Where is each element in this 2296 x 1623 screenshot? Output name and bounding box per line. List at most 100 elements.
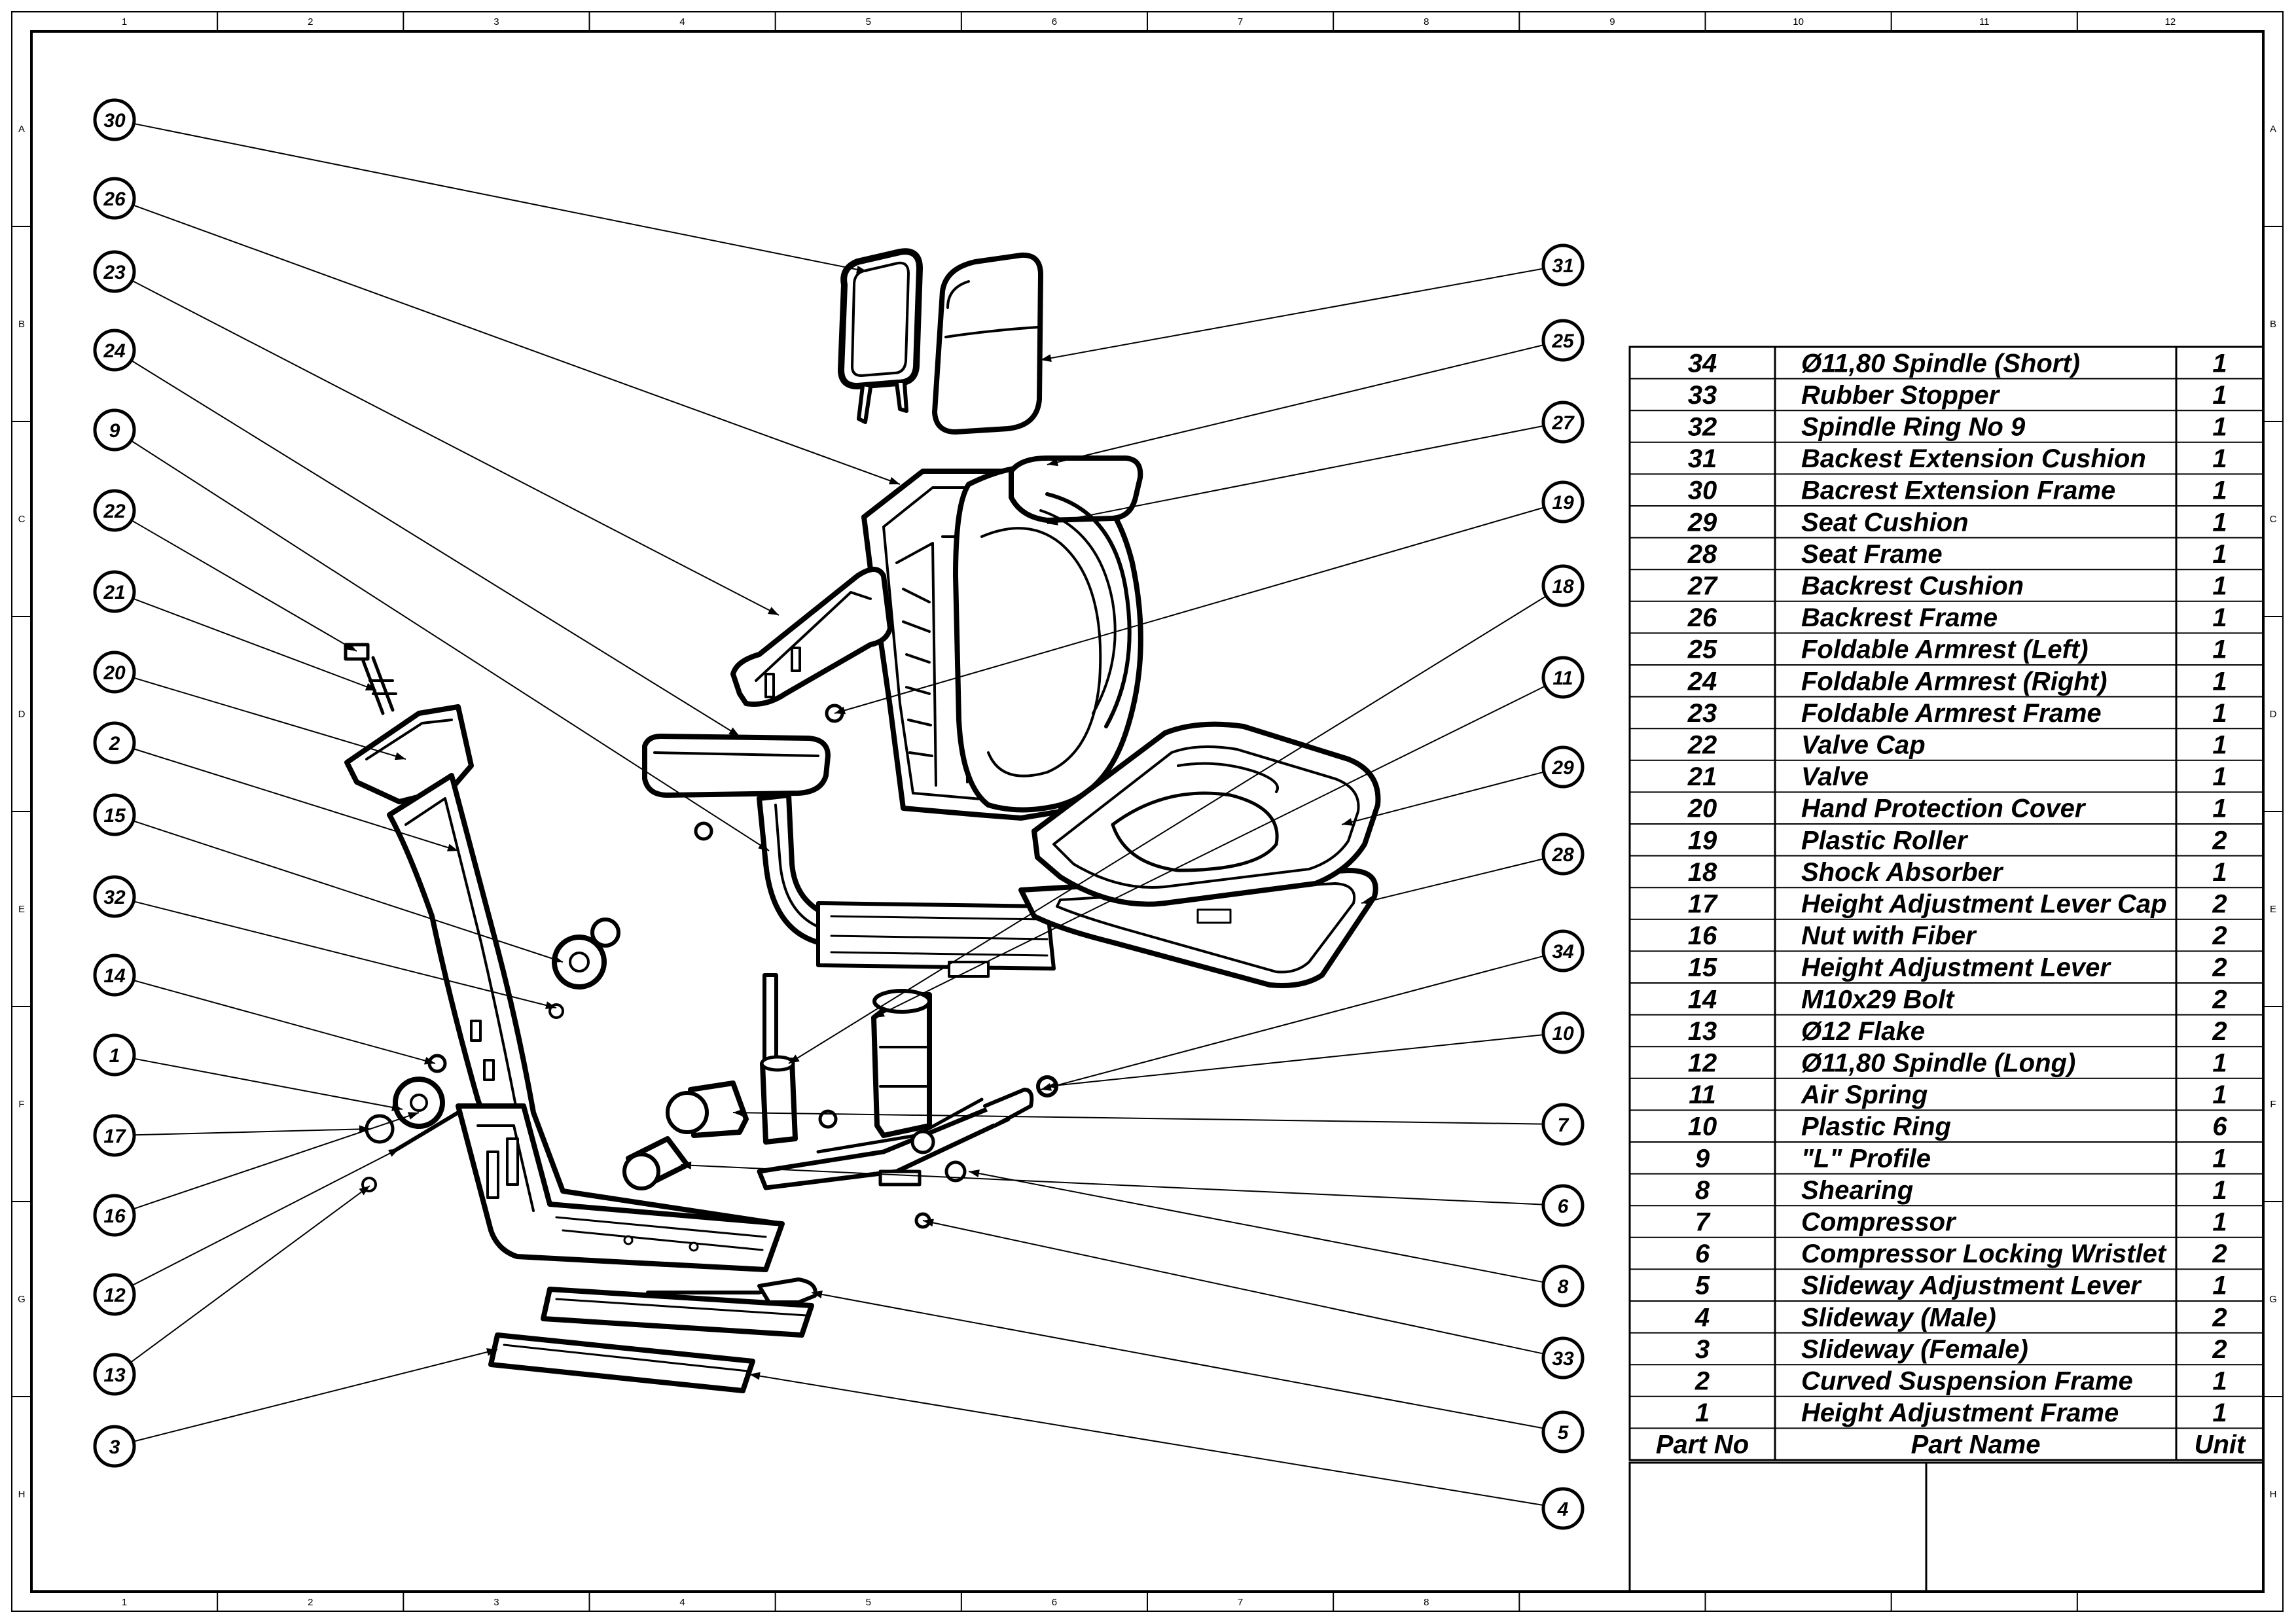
compressor-part [622,1080,749,1190]
callout-balloon-28: 28 [1541,832,1585,876]
curved-suspension-frame-part [387,773,781,1259]
callout-balloon-3: 3 [93,1425,136,1468]
leader-arrowhead [749,1372,761,1380]
zone-column-label: 3 [493,16,499,27]
bom-row: 22 Valve Cap 1 [1687,731,2227,760]
bom-part-name: Ø12 Flake [1801,1017,1925,1046]
zone-column-label-bottom: 1 [122,1597,127,1608]
leader-arrowhead [486,1348,497,1356]
zone-column-label: 8 [1424,16,1429,27]
leader-line-17 [134,1128,370,1136]
leader-line-8 [968,1171,1544,1283]
slideway-female-part [488,1332,755,1393]
leader-arrowhead [874,1009,886,1018]
bom-part-no: 4 [1695,1303,1710,1332]
hand-protection-cover-part [344,704,474,804]
leader-arrowhead [545,1001,556,1009]
height-adjustment-lever-part [552,918,620,990]
bom-part-no: 22 [1687,731,1717,760]
leader-line-25 [1047,344,1545,465]
leader-line-16 [133,1112,420,1210]
leader-line-5 [811,1292,1544,1429]
bom-part-name: Valve Cap [1801,731,1926,760]
callout-leaders [130,122,1547,1507]
callout-number: 23 [103,262,126,283]
bom-part-no: 28 [1687,540,1717,569]
bom-part-no: 3 [1695,1335,1710,1364]
leader-line-28 [1361,858,1545,904]
callout-number: 9 [109,420,120,442]
bom-part-name: Ø11,80 Spindle (Long) [1801,1049,2075,1078]
bom-unit: 1 [2212,731,2227,760]
bom-part-no: 9 [1695,1144,1710,1173]
callout-number: 18 [1552,576,1574,597]
callout-number: 33 [1552,1348,1574,1370]
bom-part-no: 19 [1688,826,1717,855]
bom-part-name: Spindle Ring No 9 [1801,413,2026,442]
bom-unit: 2 [2212,985,2227,1014]
bom-part-no: 33 [1688,381,1717,410]
callout-balloon-9: 9 [93,408,136,452]
callout-balloon-15: 15 [93,793,136,836]
leader-arrowhead [551,955,563,963]
callout-number: 21 [103,582,125,603]
zone-row-label-right: B [2270,319,2276,330]
bom-unit: 1 [2212,794,2227,823]
bom-row: 3 Slideway (Female) 2 [1695,1335,2227,1364]
callout-balloon-19: 19 [1541,480,1585,524]
leader-line-13 [130,1185,370,1363]
leader-arrowhead [681,1161,692,1169]
leader-line-19 [834,507,1545,714]
zone-row-label-right: G [2269,1294,2277,1305]
leader-line-34 [1040,955,1545,1090]
leader-line-1 [134,1058,403,1110]
bom-part-no: 25 [1687,635,1717,664]
callout-number: 10 [1552,1023,1574,1044]
zone-column-label-bottom: 8 [1424,1597,1429,1608]
bom-part-name: Compressor [1801,1208,1957,1237]
bom-part-name: M10x29 Bolt [1801,985,1955,1014]
leader-arrowhead [856,265,867,274]
bom-unit: 1 [2212,667,2227,696]
bom-part-name: Valve [1801,762,1869,791]
callout-number: 12 [103,1285,126,1306]
bom-part-name: Slideway (Female) [1801,1335,2028,1364]
callout-balloon-22: 22 [93,489,136,532]
zone-row-label-right: F [2270,1099,2276,1110]
bom-part-no: 7 [1695,1208,1711,1237]
callout-number: 16 [103,1205,126,1227]
callout-balloon-2: 2 [93,721,136,764]
callout-balloon-27: 27 [1541,401,1585,444]
callout-number: 19 [1552,492,1574,514]
bom-unit: 1 [2212,762,2227,791]
leader-line-15 [133,820,564,963]
bom-unit: 1 [2212,1272,2227,1300]
leader-line-30 [134,122,868,272]
bom-part-no: 14 [1688,985,1717,1014]
leader-line-33 [922,1220,1544,1355]
zone-row-label-right: D [2270,709,2277,720]
bom-unit: 2 [2212,1335,2227,1364]
leader-arrowhead [969,1169,980,1177]
zone-column-label: 9 [1609,16,1615,27]
bom-unit: 2 [2212,1017,2227,1046]
leader-line-27 [1047,425,1544,524]
zone-row-label-right: H [2270,1489,2277,1500]
bom-part-name: Hand Protection Cover [1801,794,2087,823]
callout-balloon-33: 33 [1541,1336,1585,1380]
bom-unit: 2 [2212,890,2227,919]
leader-arrowhead [834,706,846,715]
bom-unit: 1 [2212,381,2227,410]
bom-unit: 1 [2212,1144,2227,1173]
leader-arrowhead [1342,818,1353,826]
